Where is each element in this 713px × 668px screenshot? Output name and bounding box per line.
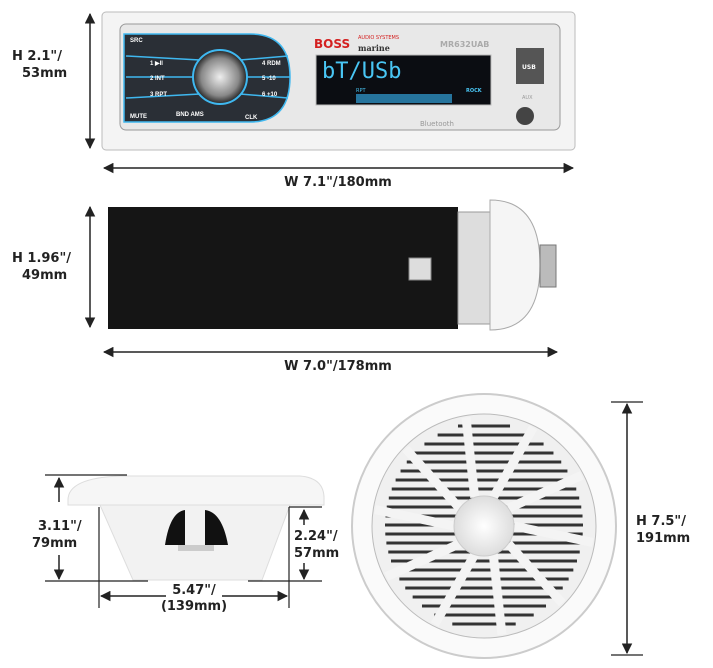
chassis-height-label: H 1.96"/ <box>12 251 71 266</box>
radio-height-mm: 53mm <box>22 66 67 81</box>
mute-button-label: MUTE <box>130 114 147 120</box>
grille-spoke <box>504 540 566 607</box>
mount-width-label: 5.47"/ <box>172 583 216 598</box>
usb-port <box>516 48 544 84</box>
button-3-label: 3 RPT <box>150 92 167 98</box>
tweeter-grille <box>453 495 515 557</box>
chassis-side-view <box>108 199 557 331</box>
band-button-label: BND AMS <box>176 112 204 118</box>
button-6-label: 6 +10 <box>262 92 278 98</box>
chassis-width-label: W 7.0"/178mm <box>284 359 392 374</box>
brand-line: marine <box>358 43 390 53</box>
radio-height-label: H 2.1"/ <box>12 49 62 64</box>
aux-port <box>516 107 534 125</box>
grille-spoke <box>374 505 455 531</box>
model-number: MR632UAB <box>440 40 489 49</box>
speaker-depth-mm: 79mm <box>32 536 77 551</box>
grille-spoke <box>489 425 538 500</box>
clock-button-label: CLK <box>245 115 258 121</box>
spectrum-bars <box>356 94 452 103</box>
speaker-front-view <box>351 393 617 659</box>
button-2-label: 2 INT <box>150 76 165 82</box>
speaker-side-view <box>67 475 325 581</box>
usb-label: USB <box>522 64 536 71</box>
button-4-label: 4 RDM <box>262 61 281 67</box>
mount-width-mm: (139mm) <box>161 599 227 614</box>
brand-sub: AUDIO SYSTEMS <box>358 35 399 41</box>
grille-spoke <box>461 416 480 498</box>
display-rpt: RPT <box>356 88 366 94</box>
grille-spoke <box>430 552 479 627</box>
button-5-label: 5 -10 <box>262 76 276 82</box>
speaker-height-mm: 191mm <box>636 531 690 546</box>
bluetooth-label: Bluetooth <box>420 120 454 128</box>
grille-spoke <box>513 521 594 547</box>
radio-width-label: W 7.1"/180mm <box>284 175 392 190</box>
src-button-label: SRC <box>130 38 143 44</box>
grille-spoke <box>402 445 464 512</box>
chassis-height-mm: 49mm <box>22 268 67 283</box>
volume-knob <box>192 49 248 105</box>
button-1-label: 1 ▶II <box>150 60 163 67</box>
grille-spoke <box>506 471 584 513</box>
aux-label: AUX <box>522 95 533 101</box>
display-eq: ROCK <box>466 88 483 94</box>
mount-depth-label: 2.24"/ <box>294 529 338 544</box>
grille-spoke <box>384 539 462 581</box>
brand-logo: BOSS <box>314 37 350 51</box>
radio-front-view: SRC 1 ▶II 2 INT 3 RPT MUTE BND AMS 4 RDM… <box>101 11 576 151</box>
display-text: bT/USb <box>322 59 401 84</box>
speaker-height-label: H 7.5"/ <box>636 514 686 529</box>
mount-depth-mm: 57mm <box>294 546 339 561</box>
speaker-depth-label: 3.11"/ <box>38 519 82 534</box>
grille-spoke <box>488 554 507 636</box>
